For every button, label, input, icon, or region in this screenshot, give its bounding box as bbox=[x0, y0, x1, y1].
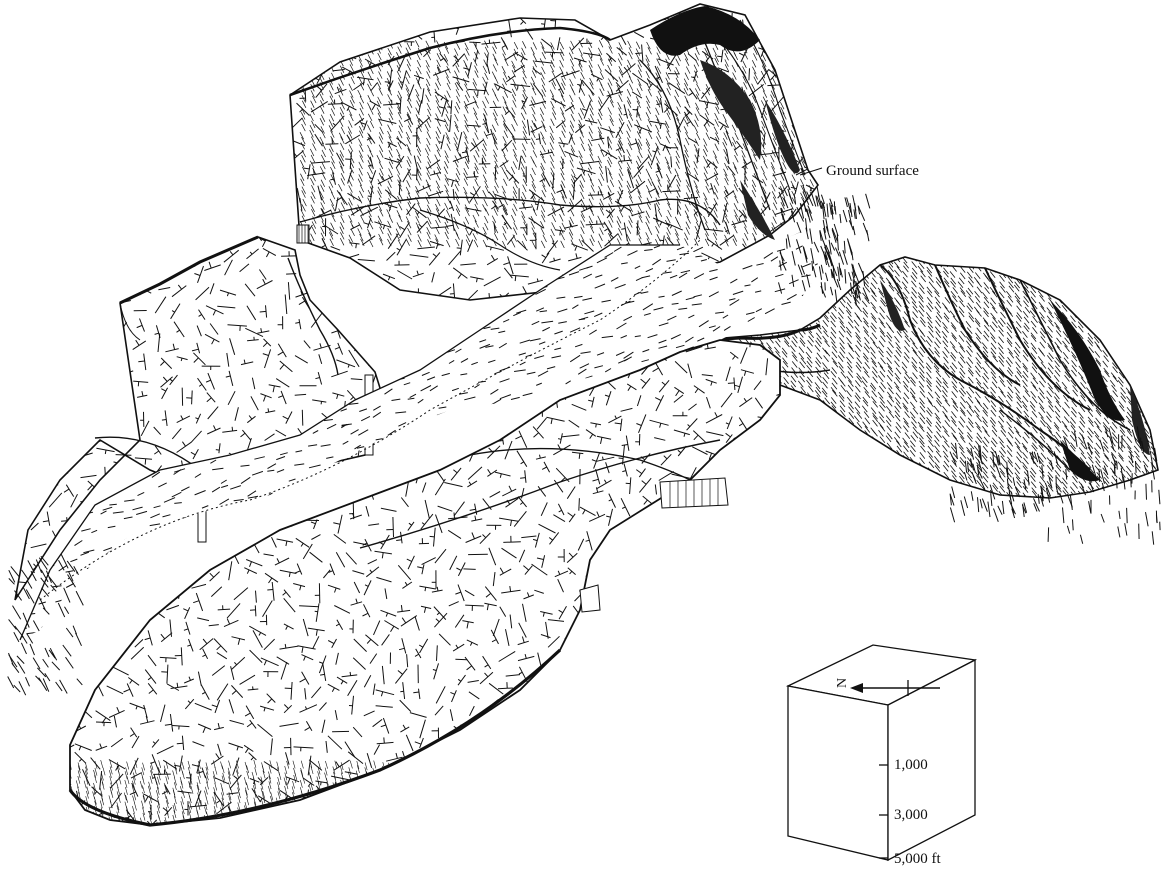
scale-orientation-cube: N bbox=[788, 645, 975, 860]
depth-tick-5000-ft: 5,000 ft bbox=[894, 851, 941, 867]
north-label: N bbox=[835, 678, 850, 688]
ground-surface-label: Ground surface bbox=[826, 163, 919, 179]
depth-tick-1000: 1,000 bbox=[894, 757, 928, 773]
depth-tick-3000: 3,000 bbox=[894, 807, 928, 823]
